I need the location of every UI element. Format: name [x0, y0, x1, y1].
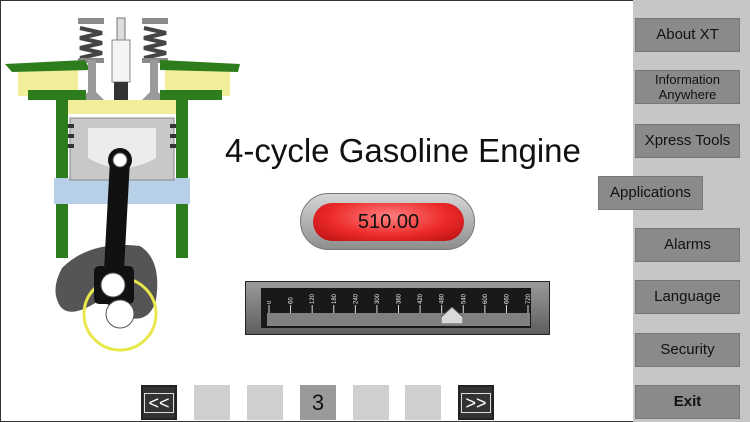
- security-button[interactable]: Security: [635, 333, 740, 367]
- next-page-button[interactable]: >>: [458, 385, 494, 420]
- gauge-track[interactable]: [267, 313, 530, 326]
- gauge-tick-label: 420: [418, 293, 424, 304]
- engine-diagram: [5, 17, 240, 352]
- intake-valve: [78, 60, 106, 102]
- gauge-tick-label: 600: [483, 293, 489, 304]
- gauge-tick-label: 480: [440, 293, 446, 304]
- spark-plug-icon: [111, 17, 131, 102]
- connecting-rod: [104, 160, 130, 270]
- page-slot-2[interactable]: [247, 385, 283, 420]
- applications-button[interactable]: Applications: [598, 176, 703, 210]
- gauge-tick-label: 360: [397, 293, 403, 304]
- gauge-tick-label: 120: [310, 293, 316, 304]
- exhaust-valve: [140, 60, 168, 102]
- gauge-tick-label: 540: [461, 293, 467, 304]
- page-slot-5[interactable]: [405, 385, 441, 420]
- gauge-scale: 0 60 120 180 240 300 360 420 480 540 600 660 720: [267, 293, 530, 313]
- gauge-tick-label: 180: [332, 293, 338, 304]
- gauge-pointer[interactable]: [441, 307, 464, 324]
- exit-button[interactable]: Exit: [635, 385, 740, 419]
- xpress-tools-button[interactable]: Xpress Tools: [635, 124, 740, 158]
- prev-page-label: <<: [144, 392, 174, 413]
- information-anywhere-button[interactable]: Information Anywhere: [635, 70, 740, 104]
- gauge-tick-label: 720: [526, 293, 530, 304]
- gauge-tick-label: 0: [267, 300, 273, 304]
- language-button[interactable]: Language: [635, 280, 740, 314]
- page-slot-4[interactable]: [353, 385, 389, 420]
- gauge-tick-label: 300: [375, 293, 381, 304]
- gauge-tick-label: 660: [504, 293, 510, 304]
- alarms-button[interactable]: Alarms: [635, 228, 740, 262]
- valve-spring-left: [78, 18, 104, 63]
- gauge-tick-label: 60: [289, 297, 295, 304]
- about-xt-button[interactable]: About XT: [635, 18, 740, 52]
- prev-page-button[interactable]: <<: [141, 385, 177, 420]
- sidebar: About XT Information Anywhere Xpress Too…: [598, 0, 750, 422]
- gauge-tick-label: 240: [353, 293, 359, 304]
- page-title: 4-cycle Gasoline Engine: [225, 132, 581, 169]
- page-slot-1[interactable]: [194, 385, 230, 420]
- valve-spring-right: [142, 18, 168, 63]
- crank-angle-gauge: [245, 281, 550, 335]
- next-page-label: >>: [461, 392, 491, 413]
- current-page-indicator: 3: [300, 385, 336, 420]
- value-display: 510.00: [300, 193, 475, 250]
- value-display-text: 510.00: [313, 203, 464, 241]
